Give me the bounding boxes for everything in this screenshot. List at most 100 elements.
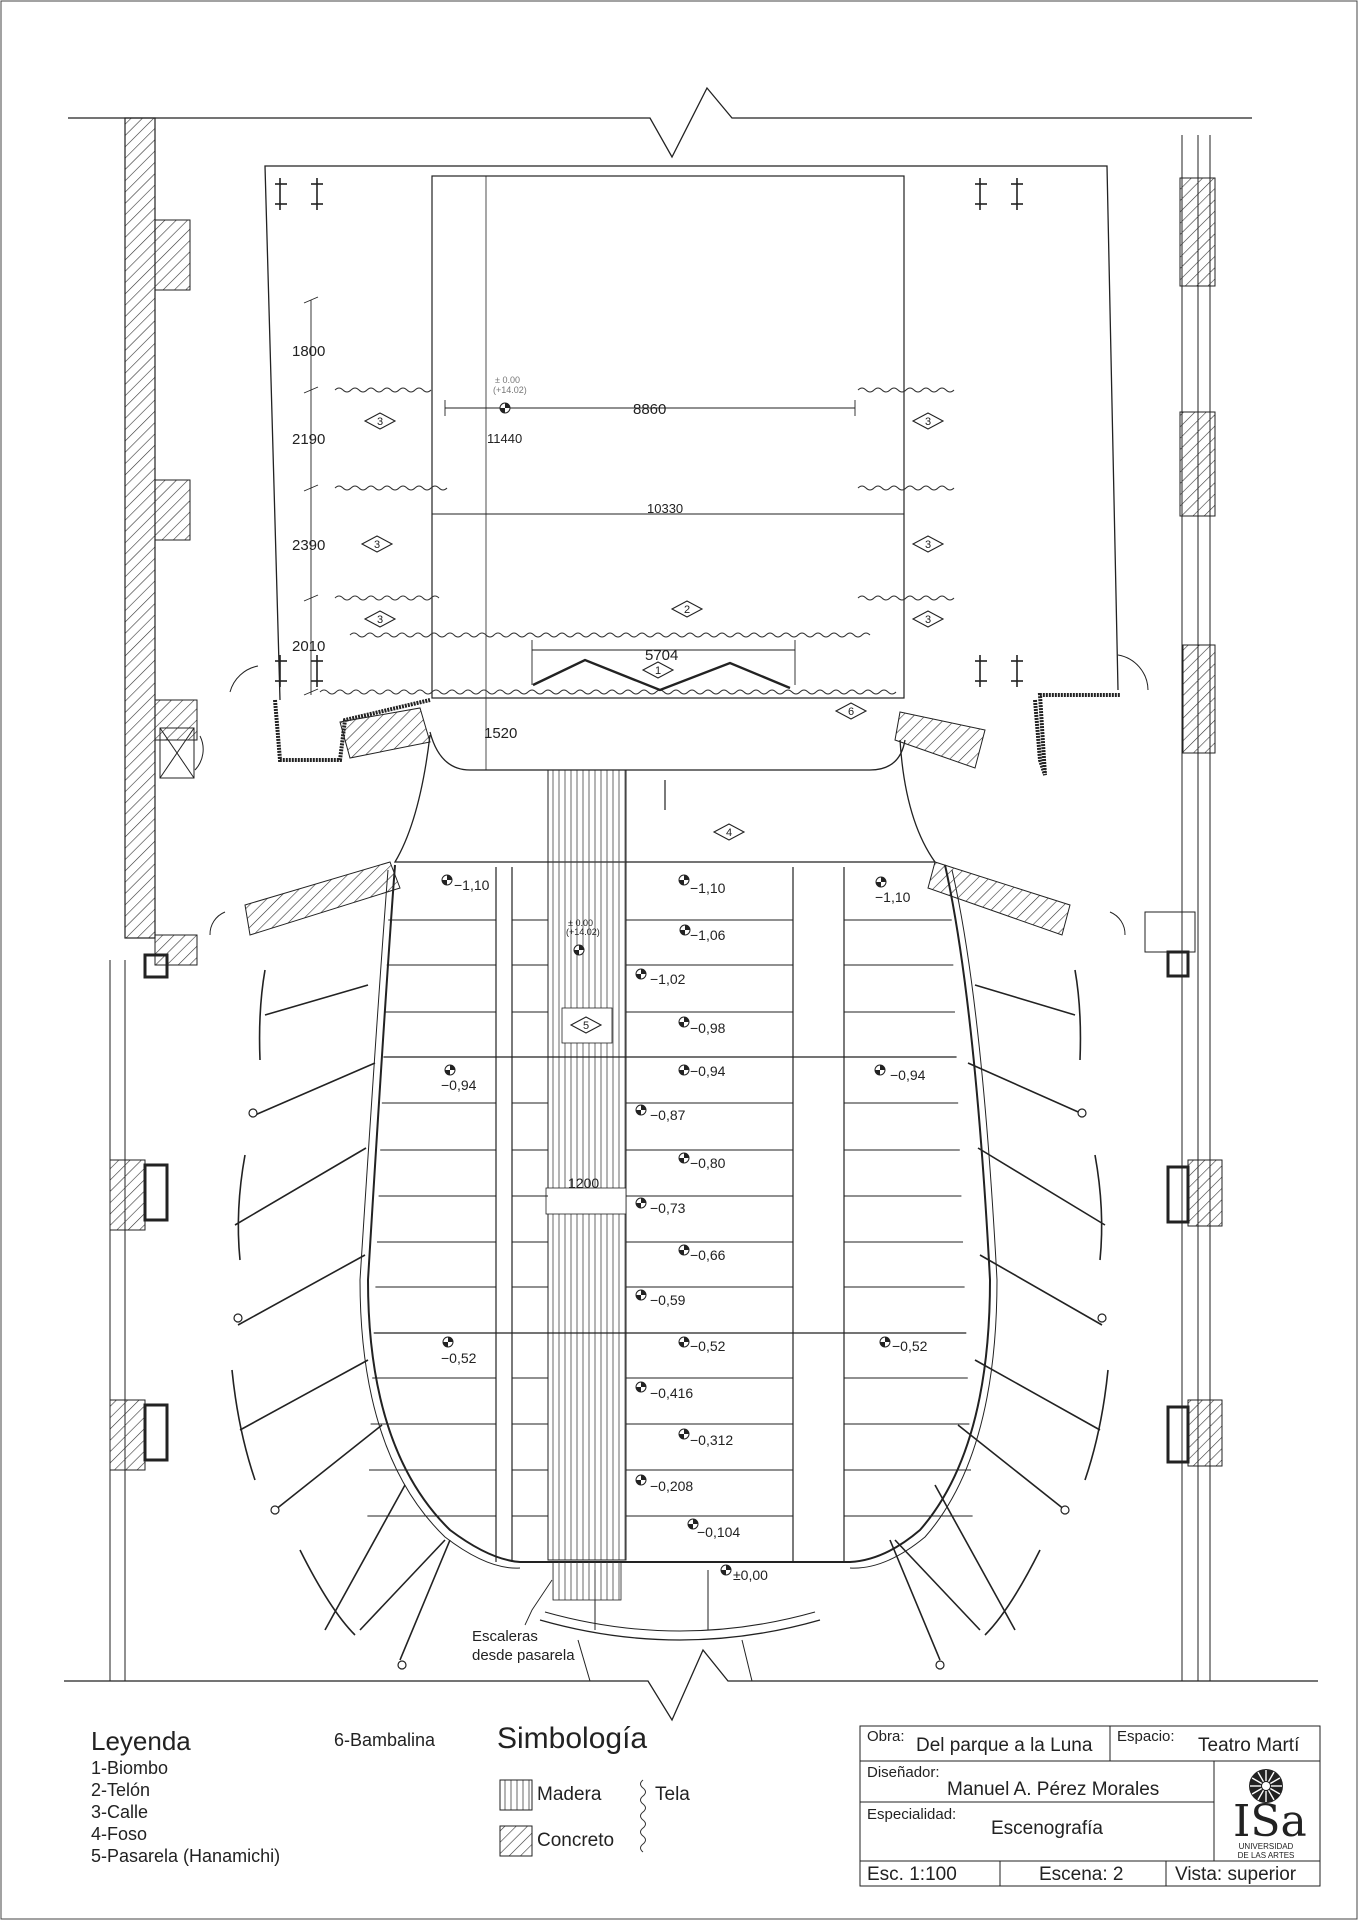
level-marker-icon [442,1336,454,1348]
marker-label: 1 [655,665,661,677]
left-wall [109,117,198,1681]
symbology-madera: Madera [537,1784,602,1805]
marker-m5: 5 [569,1016,603,1034]
balcony-line-ends [233,1108,1107,1670]
dim-1520: 1520 [484,725,517,742]
level-marker-icon [875,876,887,888]
escena-value: Escena: 2 [1039,1864,1124,1885]
front-arc [539,1619,821,1641]
obra-label: Obra: [867,1728,905,1745]
legend-item-1: 1-Biombo [91,1758,169,1778]
escala-value: Esc. 1:100 [867,1864,957,1885]
dim-2190: 2190 [292,431,325,448]
marker-m3: 3 [363,610,397,628]
level-label-l-094-center: −0,94 [690,1063,726,1079]
level-label-l-102: −1,02 [650,971,686,987]
top-break-line [68,86,1252,159]
marker-m1: 1 [641,661,675,679]
level-marker-icon [678,1336,690,1348]
proscenium-right [894,711,986,769]
level-marker-icon [678,1428,690,1440]
legend-item-3: 3-Calle [91,1802,149,1822]
logo-ray [1269,1787,1281,1795]
seating-aisles [495,867,845,1562]
dim-1200: 1200 [568,1175,599,1191]
svg-text:± 0.00: ± 0.00 [568,918,593,928]
dim-5704: 5704 [645,647,678,664]
level-label-l-094-right: −0,94 [890,1067,926,1083]
svg-text:(+14.02): (+14.02) [566,927,600,937]
espacio-value: Teatro Martí [1198,1735,1300,1756]
level-marker-icon [874,1064,886,1076]
level-marker-icon [687,1518,699,1530]
dim-2390: 2390 [292,537,325,554]
hanamichi-walkway [547,769,627,1561]
level-label-l-0312: −0,312 [690,1432,733,1448]
level-label-l-0208: −0,208 [650,1478,693,1494]
level-marker-icon [879,1336,891,1348]
logo-ray [1257,1789,1265,1801]
level-marker-icon [635,968,647,980]
symbology-title: Simbología [497,1722,648,1755]
svg-text:± 0.00: ± 0.00 [495,375,520,385]
marker-label: 2 [684,604,690,616]
datum-ramp: ± 0.00 (+14.02) [566,918,600,937]
level-marker-icon [679,924,691,936]
marker-m2: 2 [670,600,704,618]
marker-label: 3 [925,416,931,428]
door-swings [194,654,1149,936]
level-marker-icon [635,1381,647,1393]
level-label-l-052-left: −0,52 [441,1350,477,1366]
marker-label: 3 [925,539,931,551]
level-label-l-0104: −0,104 [697,1524,740,1540]
level-label-l-110-left: −1,10 [454,877,490,893]
level-label-l-052-center: −0,52 [690,1338,726,1354]
level-label-l-106: −1,06 [690,927,726,943]
level-label-l-098: −0,98 [690,1020,726,1036]
tela-swatch [640,1779,646,1853]
legend-item-5: 5-Pasarela (Hanamichi) [91,1846,281,1866]
side-balcony-lines [231,969,1109,1661]
legend: Leyenda 1-Biombo 2-Telón 3-Calle 4-Foso … [91,1726,280,1867]
dim-8860: 8860 [633,401,666,418]
level-marker-icon [444,1064,456,1076]
marker-label: 3 [377,614,383,626]
obra-value: Del parque a la Luna [916,1735,1093,1756]
vista-value: Vista: superior [1175,1864,1297,1885]
marker-label: 4 [726,827,732,839]
datum-symbol-icon [573,944,585,956]
disenador-label: Diseñador: [867,1764,940,1781]
level-marker-icon [678,1152,690,1164]
level-label-l-073: −0,73 [650,1200,686,1216]
isa-logo-text: ISa [1233,1796,1307,1847]
logo-ray [1251,1787,1263,1795]
title-block [859,1725,1321,1887]
dimension-labels: 1800 2190 2390 2010 1520 8860 10330 5704… [292,343,683,1191]
level-label-l-094-left: −0,94 [441,1077,477,1093]
marker-m3: 3 [911,412,945,430]
logo-ray [1269,1777,1281,1785]
marker-m6: 6 [834,702,868,720]
isa-logo-emblem [1249,1769,1283,1803]
level-labels: −1,10 −1,10 −1,10 −1,06 −1,02 −0,98 −0,94 −0,94… [441,877,928,1583]
legend-item-4: 4-Foso [91,1824,148,1844]
seating-outline [366,864,992,1563]
especialidad-value: Escenografía [991,1818,1103,1839]
level-marker-icon [635,1474,647,1486]
level-label-l-000: ±0,00 [733,1567,768,1583]
level-marker-icon [441,874,453,886]
level-label-l-110-center: −1,10 [690,880,726,896]
level-label-l-110-right: −1,10 [875,889,911,905]
level-label-l-080: −0,80 [690,1155,726,1171]
proscenium-left [339,707,431,759]
legend-item-2: 2-Telón [91,1780,151,1800]
level-marker-icon [678,1244,690,1256]
seating-rows [367,919,973,1517]
marker-m3: 3 [363,412,397,430]
marker-m4: 4 [712,823,746,841]
logo-ray [1251,1777,1263,1785]
level-symbols [441,402,891,1576]
